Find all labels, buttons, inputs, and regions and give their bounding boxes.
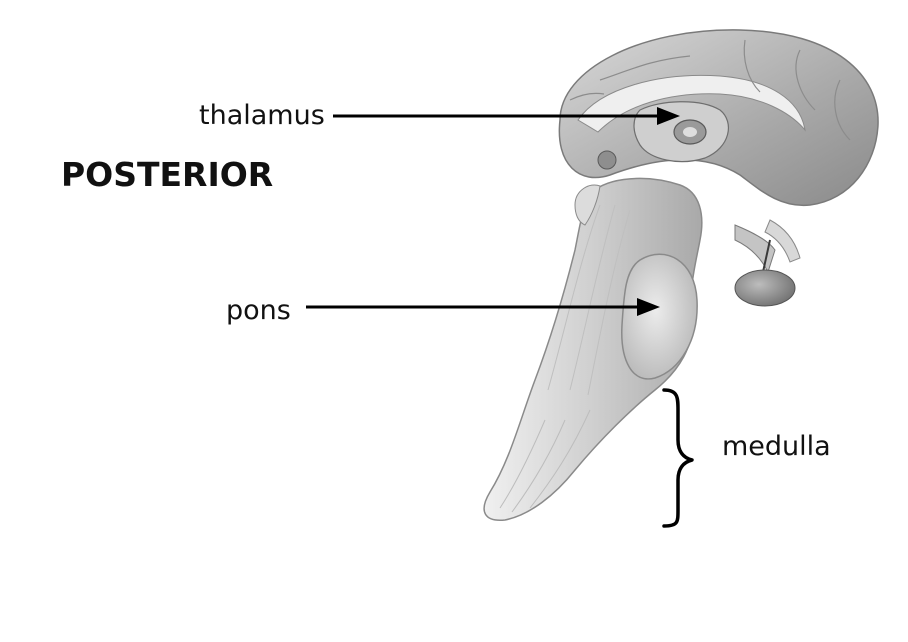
medulla-brace bbox=[662, 388, 694, 528]
pons-arrow bbox=[306, 298, 660, 316]
thalamus-label: thalamus bbox=[199, 100, 325, 131]
thalamus-arrow bbox=[333, 107, 680, 125]
orientation-label: POSTERIOR bbox=[61, 155, 274, 194]
pons-label: pons bbox=[226, 295, 291, 326]
brainstem-section bbox=[483, 177, 801, 521]
medulla-label: medulla bbox=[722, 431, 831, 462]
cerebrum-section bbox=[558, 29, 879, 207]
